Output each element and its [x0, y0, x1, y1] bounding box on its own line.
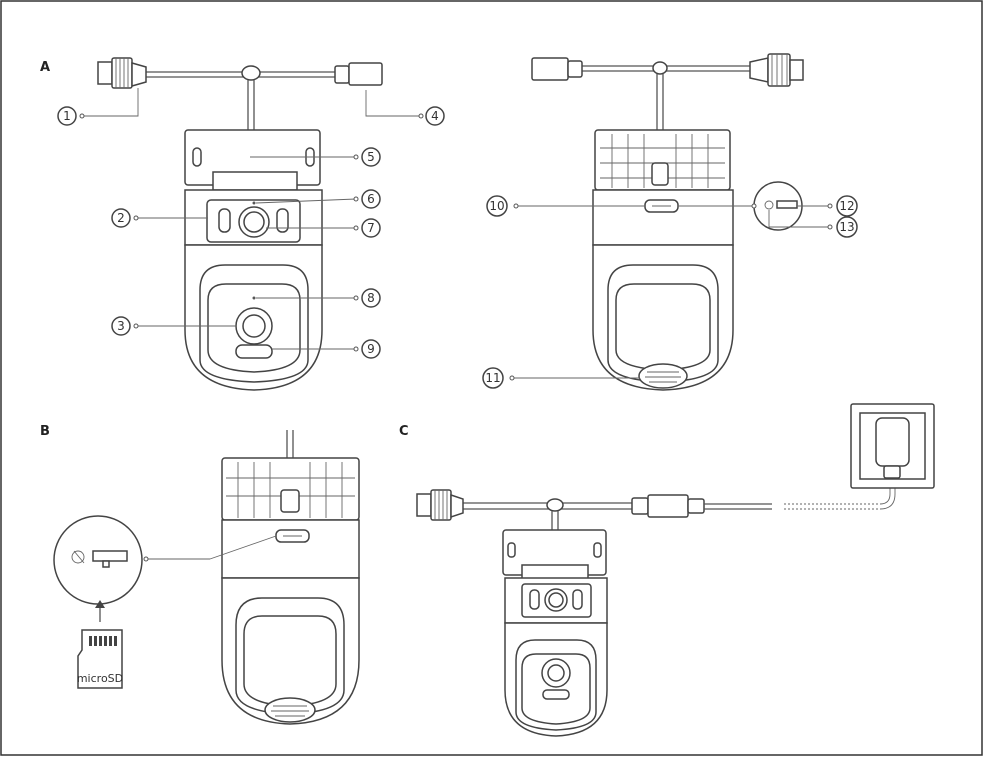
power-connector — [335, 63, 382, 85]
callout-13: 13 — [837, 217, 857, 237]
svg-text:11: 11 — [485, 371, 500, 385]
microsd-insert-view: microSD — [54, 430, 359, 724]
svg-text:5: 5 — [367, 150, 375, 164]
callout-3: 3 — [112, 317, 130, 335]
callout-6: 6 — [362, 190, 380, 208]
wall-outlet-adapter — [851, 404, 934, 488]
microsd-label: microSD — [77, 672, 123, 685]
network-connector — [98, 58, 146, 88]
rear-view — [532, 54, 803, 390]
rear-network-connector — [750, 54, 803, 86]
install-network-connector — [417, 490, 463, 520]
callout-numbers: 1 2 3 4 5 6 7 8 — [58, 107, 857, 388]
svg-text:10: 10 — [489, 199, 504, 213]
callout-1: 1 — [58, 107, 76, 125]
installation-view — [417, 404, 934, 736]
svg-text:9: 9 — [367, 342, 375, 356]
callout-10: 10 — [487, 196, 507, 216]
front-view — [98, 58, 382, 390]
callout-5: 5 — [362, 148, 380, 166]
callout-12: 12 — [837, 196, 857, 216]
callout-11: 11 — [483, 368, 503, 388]
callout-8: 8 — [362, 289, 380, 307]
svg-text:2: 2 — [117, 211, 125, 225]
svg-text:6: 6 — [367, 192, 375, 206]
svg-text:1: 1 — [63, 109, 71, 123]
microsd-card: microSD — [77, 630, 123, 688]
section-label-b: B — [40, 424, 50, 439]
svg-text:8: 8 — [367, 291, 375, 305]
callout-7: 7 — [362, 219, 380, 237]
svg-text:4: 4 — [431, 109, 439, 123]
svg-text:7: 7 — [367, 221, 375, 235]
speaker-grille — [639, 364, 687, 388]
svg-text:12: 12 — [839, 199, 854, 213]
callout-9: 9 — [362, 340, 380, 358]
section-label-c: C — [399, 424, 409, 439]
callout-4: 4 — [426, 107, 444, 125]
svg-text:13: 13 — [839, 220, 854, 234]
adapter-joint — [632, 495, 704, 517]
section-label-a: A — [40, 60, 50, 75]
callout-2: 2 — [112, 209, 130, 227]
svg-text:3: 3 — [117, 319, 125, 333]
rear-power-connector — [532, 58, 582, 80]
